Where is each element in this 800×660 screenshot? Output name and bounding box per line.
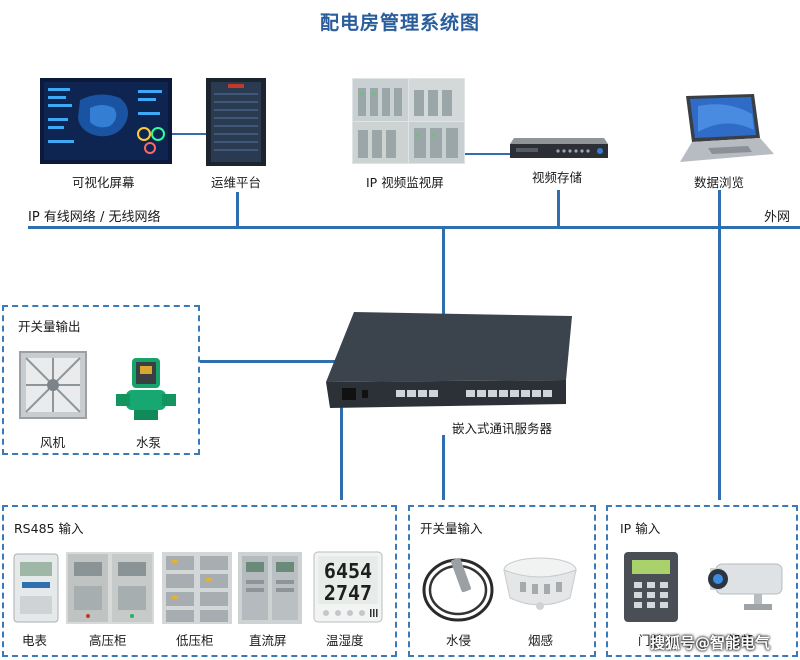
temp-humidity-label: 温湿度 xyxy=(326,633,364,648)
ip-video-monitor-image xyxy=(352,78,465,164)
switch-input-link xyxy=(442,435,445,500)
sensor-reading-top: 6454 xyxy=(324,559,372,583)
switch-input-group xyxy=(408,505,596,657)
switch-output-link xyxy=(200,360,340,363)
video-storage-image xyxy=(510,138,608,158)
high-voltage-cabinet-label: 高压柜 xyxy=(89,633,127,648)
server-uplink xyxy=(442,228,445,318)
low-voltage-cabinet-image xyxy=(162,552,232,624)
fan-image xyxy=(19,351,87,419)
external-network-label: 外网 xyxy=(764,210,791,225)
monitor-storage-link xyxy=(465,153,512,155)
meter-label: 电表 xyxy=(22,633,48,648)
high-voltage-cabinet-image xyxy=(66,552,154,624)
access-control-image xyxy=(624,552,678,622)
water-pump-label: 水泵 xyxy=(136,435,162,450)
low-voltage-cabinet-label: 低压柜 xyxy=(176,633,214,648)
fan-label: 风机 xyxy=(40,435,66,450)
visualization-screen-image xyxy=(40,78,172,164)
smoke-detector-image xyxy=(503,557,577,610)
switch-input-title: 开关量输入 xyxy=(420,521,483,536)
access-control-label: 门禁 xyxy=(638,633,664,648)
ip-input-title: IP 输入 xyxy=(620,521,661,536)
video-storage-label: 视频存储 xyxy=(532,170,583,185)
water-leak-sensor-image xyxy=(422,557,494,622)
rs485-link xyxy=(340,405,343,500)
meter-image xyxy=(13,553,59,623)
watermark: 搜狐号@智能电气 xyxy=(650,634,771,652)
dc-panel-image xyxy=(238,552,302,624)
embedded-server-image xyxy=(326,312,572,408)
dc-panel-label: 直流屏 xyxy=(249,633,287,648)
water-leak-label: 水侵 xyxy=(446,633,472,648)
security-camera-image xyxy=(708,563,783,610)
ops-platform-link xyxy=(236,192,239,227)
smoke-detector-label: 烟感 xyxy=(528,633,554,648)
server-cabinet-image xyxy=(206,78,266,166)
visualization-screen-label: 可视化屏幕 xyxy=(72,175,135,190)
rs485-title: RS485 输入 xyxy=(14,521,84,536)
temp-humidity-sensor-image: 6454 2747 xyxy=(313,551,383,623)
rs485-input-group xyxy=(2,505,397,657)
network-label: IP 有线网络 / 无线网络 xyxy=(28,210,161,225)
ip-monitor-label: IP 视频监视屏 xyxy=(366,175,444,190)
ops-platform-label: 运维平台 xyxy=(211,175,262,190)
switch-output-group xyxy=(2,305,200,455)
video-storage-link xyxy=(557,190,560,227)
sensor-reading-bottom: 2747 xyxy=(324,581,372,605)
data-browse-link xyxy=(718,190,721,500)
camera-label: 视频 xyxy=(728,633,754,648)
data-browse-label: 数据浏览 xyxy=(694,175,745,190)
ip-input-group xyxy=(606,505,798,657)
laptop-image xyxy=(680,94,774,162)
switch-output-title: 开关量输出 xyxy=(18,319,81,334)
water-pump-image xyxy=(116,358,176,420)
embedded-server-label: 嵌入式通讯服务器 xyxy=(452,421,553,436)
diagram-title: 配电房管理系统图 xyxy=(319,12,480,34)
network-bus-line xyxy=(28,226,800,229)
screen-platform-link xyxy=(172,133,206,135)
